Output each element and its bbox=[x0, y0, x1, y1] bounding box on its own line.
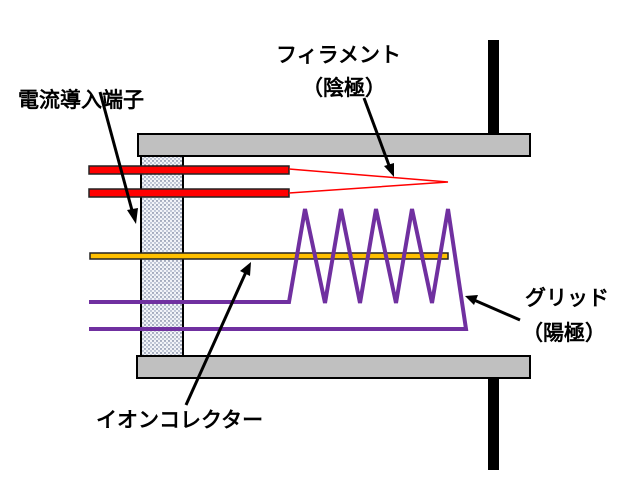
grid-sub-label: （陽極） bbox=[522, 321, 606, 345]
terminal-arrow bbox=[98, 91, 135, 215]
filament-sub-label: （陰極） bbox=[302, 76, 386, 100]
grid-label: グリッド bbox=[525, 286, 609, 310]
ion-collector bbox=[89, 252, 449, 260]
wall-bottom bbox=[488, 376, 499, 470]
bottom-plate bbox=[136, 355, 531, 379]
filament-arrow bbox=[362, 97, 392, 169]
filament-lead-1 bbox=[88, 165, 290, 175]
grid-arrow bbox=[473, 298, 521, 322]
grid-coil bbox=[89, 208, 469, 331]
filament-lead-2 bbox=[88, 188, 290, 198]
terminal-label: 電流導入端子 bbox=[18, 88, 144, 112]
wall-top bbox=[488, 40, 499, 136]
filament-wire bbox=[288, 168, 449, 194]
filament-label: フィラメント bbox=[276, 43, 401, 67]
top-plate bbox=[137, 133, 531, 157]
collector-label: イオンコレクター bbox=[96, 408, 264, 432]
collector-arrow bbox=[184, 271, 248, 406]
